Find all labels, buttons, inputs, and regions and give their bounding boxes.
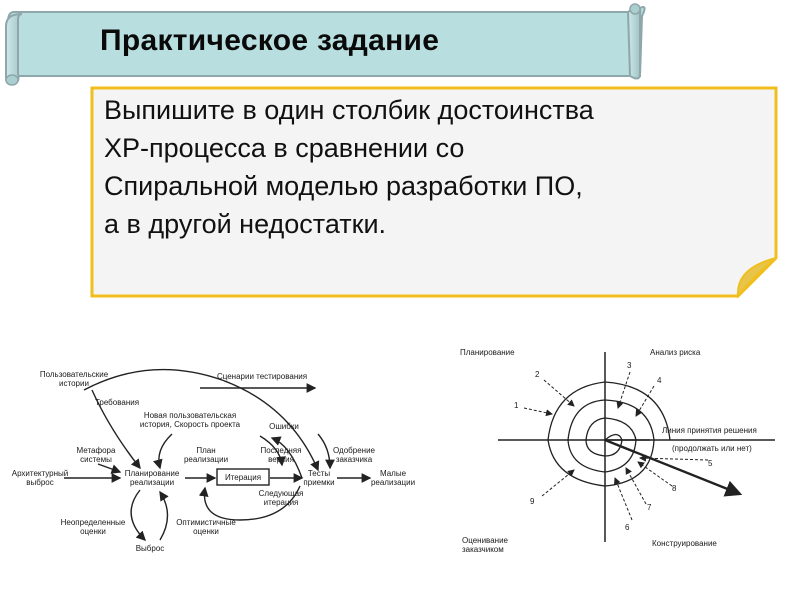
task-line: а в другой недостатки.: [104, 209, 387, 239]
task-line: Выпишите в один столбик достоинства: [104, 95, 594, 125]
spiral-number: 8: [672, 484, 677, 493]
spiral-number: 6: [625, 523, 630, 532]
spiral-number: 9: [530, 497, 535, 506]
spiral-number: 2: [535, 370, 540, 379]
label-risk-analysis: Анализ риска: [650, 348, 701, 357]
release-arrow: [604, 438, 743, 497]
label-construction: Конструирование: [652, 539, 717, 548]
iteration-box: [216, 468, 270, 486]
spiral-number: 1: [514, 401, 519, 410]
spiral-model-diagram: Планирование Анализ риска Линия принятия…: [460, 348, 775, 554]
label-planning: Планирование: [460, 348, 515, 357]
label-bugs: Ошибки: [269, 422, 299, 431]
label-iteration: Итерация: [225, 473, 261, 482]
task-text: Выпишите в один столбик достоинства ХР-п…: [104, 91, 764, 243]
label-requirements: Требования: [95, 398, 139, 407]
label-spike: Выброс: [136, 544, 165, 553]
task-line: Спиральной моделью разработки ПО,: [104, 171, 583, 201]
label-decision-note: (продолжать или нет): [672, 444, 752, 453]
page-title: Практическое задание: [100, 24, 440, 57]
spiral-number: 4: [657, 376, 662, 385]
spiral-number: 7: [647, 503, 652, 512]
title-banner-scroll: [5, 3, 646, 86]
spiral-number: 3: [627, 361, 632, 370]
spiral-number: 5: [708, 459, 713, 468]
task-note-box: [90, 86, 778, 299]
task-line: ХР-процесса в сравнении со: [104, 133, 465, 163]
label-test-scenarios: Сценарии тестирования: [217, 372, 307, 381]
spiral-curve: [547, 381, 671, 487]
label-decision-line: Линия принятия решения: [662, 426, 757, 435]
